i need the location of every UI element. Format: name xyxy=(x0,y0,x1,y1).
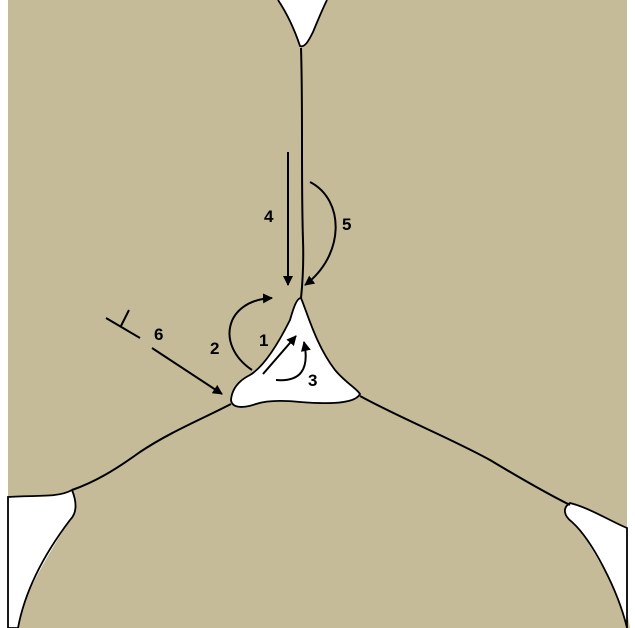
label-4: 4 xyxy=(264,207,274,226)
label-2: 2 xyxy=(210,339,219,358)
label-1: 1 xyxy=(259,331,268,350)
label-6: 6 xyxy=(154,325,163,344)
label-3: 3 xyxy=(308,371,317,390)
grain-mass xyxy=(8,0,630,628)
label-5: 5 xyxy=(342,215,351,234)
